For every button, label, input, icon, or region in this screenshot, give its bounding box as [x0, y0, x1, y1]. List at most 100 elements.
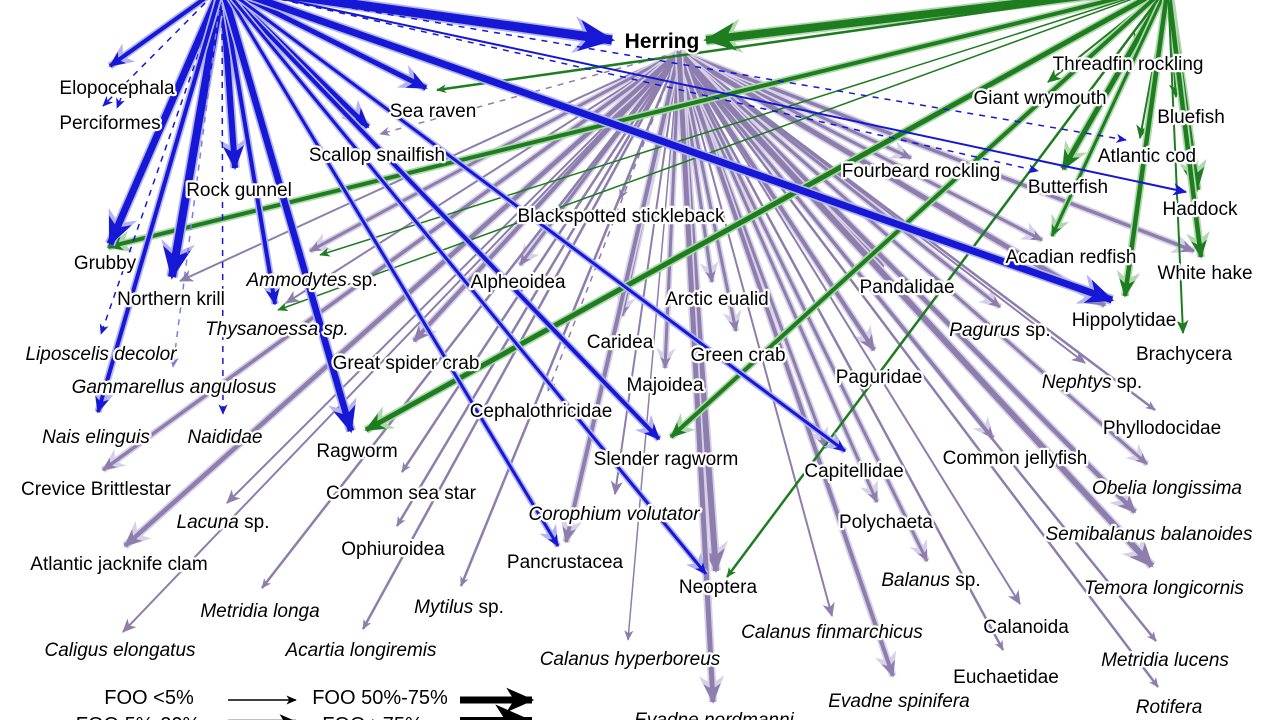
- node-label-calanus-finmarchicus: Calanus finmarchicus: [741, 622, 923, 643]
- node-label-ragworm: Ragworm: [316, 441, 397, 462]
- edge-purple-calanus-finmarchicus: [678, 51, 835, 618]
- edge-blue-perciformes: [102, 0, 210, 107]
- node-label-metridia-longa: Metridia longa: [200, 601, 319, 622]
- edge-purple-rotifera: [678, 51, 1159, 688]
- edge-green-brachycera: [1167, 0, 1189, 335]
- edge-blue-capitellidae: [235, 0, 847, 454]
- edge-purple-great-spider-crab: [411, 49, 682, 344]
- node-label-perciformes: Perciformes: [59, 113, 160, 134]
- node-label-butterfish: Butterfish: [1028, 177, 1108, 198]
- node-label-ophiuroidea: Ophiuroidea: [341, 539, 445, 560]
- node-label-elopocephala: Elopocephala: [59, 78, 175, 99]
- edge-blue-atlantic-cod: [299, 0, 1127, 143]
- node-label-common-jellyfish: Common jellyfish: [943, 448, 1088, 469]
- node-label-mytilus-sp: Mytilus sp.: [414, 597, 504, 618]
- node-label-crevice-brittlestar: Crevice Brittlestar: [21, 479, 172, 500]
- node-label-temora-longicornis: Temora longicornis: [1084, 578, 1244, 599]
- edge-blue-northern-krill: [161, 0, 226, 281]
- edge-blue-thysanoessa-sp: [220, 0, 283, 306]
- node-label-pagurus-sp: Pagurus sp.: [949, 320, 1050, 341]
- node-label-rotifera: Rotifera: [1136, 697, 1203, 718]
- node-label-polychaeta: Polychaeta: [839, 512, 933, 533]
- edge-purple-pancrustacea: [560, 51, 683, 544]
- node-label-acadian-redfish: Acadian redfish: [1006, 247, 1137, 268]
- edge-green-acadian-redfish: [1049, 0, 1166, 238]
- edge-blue-naididae: [218, 0, 228, 415]
- node-label-calanoida: Calanoida: [983, 617, 1069, 638]
- edge-purple-euchaetidae: [677, 51, 1005, 651]
- edge-blue-grubby: [105, 0, 222, 247]
- edge-green-neoptera: [725, 0, 1160, 578]
- edge-purple-scallop-snailfish: [379, 51, 680, 136]
- node-label-atlantic-jacknife-clam: Atlantic jacknife clam: [30, 554, 207, 575]
- node-label-balanus-sp: Balanus sp.: [881, 570, 980, 591]
- node-label-majoidea: Majoidea: [626, 375, 704, 396]
- node-label-arctic-eualid: Arctic eualid: [665, 289, 769, 310]
- node-label-fourbeard-rockling: Fourbeard rockling: [842, 161, 1000, 182]
- edge-blue-haddock: [282, 0, 1188, 196]
- node-label-pandalidae: Pandalidae: [859, 277, 954, 298]
- node-label-phyllodocidae: Phyllodocidae: [1103, 418, 1221, 439]
- node-label-grubby: Grubby: [74, 253, 137, 274]
- edge-green-ammodytes-sp: [319, 0, 1127, 257]
- edge-purple-obelia-longissima: [676, 49, 1150, 467]
- edge-elopocephala-to-perciformes: [116, 97, 125, 109]
- edge-purple-metridia-longa: [261, 51, 680, 589]
- node-label-nephtys-sp: Nephtys sp.: [1042, 372, 1142, 393]
- node-label-common-sea-star: Common sea star: [326, 483, 477, 504]
- edge-purple-evadne-nordmanni: [674, 51, 725, 705]
- node-label-northern-krill: Northern krill: [117, 289, 225, 310]
- node-label-obelia-longissima: Obelia longissima: [1092, 478, 1242, 499]
- node-label-giant-wrymouth: Giant wrymouth: [973, 88, 1106, 109]
- edge-purple-metridia-lucens: [678, 51, 1157, 642]
- node-label-semibalanus-balanoides: Semibalanus balanoides: [1045, 524, 1253, 545]
- node-label-nais-elinguis: Nais elinguis: [42, 427, 150, 448]
- legend-label-foo-50-75: FOO 50%-75%: [312, 687, 448, 709]
- edge-purple-atlantic-jacknife-clam: [122, 49, 682, 549]
- node-label-brachycera: Brachycera: [1136, 344, 1233, 365]
- node-label-thysanoessa-sp: Thysanoessa sp.: [205, 319, 349, 340]
- node-label-herring: Herring: [625, 30, 700, 53]
- edge-blue-butterfish: [280, 0, 1039, 174]
- node-label-haddock: Haddock: [1163, 199, 1238, 220]
- node-label-great-spider-crab: Great spider crab: [333, 353, 480, 374]
- node-label-lacuna-sp: Lacuna sp.: [177, 512, 270, 533]
- edge-blue-herring: [277, 0, 616, 54]
- edge-green-thysanoessa-sp: [277, 0, 1132, 312]
- edge-blue-neoptera: [229, 0, 709, 577]
- edge-purple-green-crab: [675, 51, 742, 333]
- node-label-corophium-volutator: Corophium volutator: [528, 504, 700, 525]
- edge-blue-hippolytidae: [246, 0, 1115, 305]
- edge-green-ragworm: [363, 0, 1152, 434]
- node-label-rock-gunnel: Rock gunnel: [186, 180, 292, 201]
- node-label-evadne-nordmanni: Evadne nordmanni: [634, 710, 794, 720]
- node-label-threadfin-rockling: Threadfin rockling: [1052, 54, 1203, 75]
- edge-blue-nais-elinguis: [93, 0, 222, 414]
- edge-green-slender-ragworm: [668, 0, 1159, 440]
- legend-label-foo-lt5: FOO <5%: [104, 687, 194, 709]
- edge-green-white-hake: [1165, 0, 1210, 260]
- edge-purple-hippolytidae: [676, 48, 1108, 309]
- node-label-acartia-longiremis: Acartia longiremis: [285, 640, 437, 661]
- node-label-neoptera: Neoptera: [679, 577, 758, 598]
- node-label-slender-ragworm: Slender ragworm: [594, 449, 739, 470]
- edge-blue-gammarellus-angulosus: [169, 0, 221, 368]
- edge-green-sea-raven: [436, 0, 1079, 94]
- legend-label-foo-5-20: FOO 5%-20%: [58, 714, 218, 720]
- edge-purple-balanus-sp: [676, 50, 930, 563]
- node-label-caridea: Caridea: [587, 332, 654, 353]
- node-label-metridia-lucens: Metridia lucens: [1101, 650, 1229, 671]
- node-label-evadne-spinifera: Evadne spinifera: [828, 691, 970, 712]
- node-label-paguridae: Paguridae: [836, 367, 923, 388]
- node-label-ammodytes-sp: Ammodytes sp.: [246, 270, 378, 291]
- edge-blue-slender-ragworm: [230, 0, 662, 442]
- node-label-caligus-elongatus: Caligus elongatus: [44, 640, 196, 661]
- node-label-cephalothricidae: Cephalothricidae: [470, 401, 613, 422]
- node-label-pancrustacea: Pancrustacea: [507, 552, 624, 573]
- node-label-sea-raven: Sea raven: [390, 101, 477, 122]
- edge-purple-temora-longicornis: [675, 48, 1156, 570]
- edge-purple-calanus-hyperboreus: [624, 51, 680, 641]
- node-label-gammarellus-angulosus: Gammarellus angulosus: [72, 377, 277, 398]
